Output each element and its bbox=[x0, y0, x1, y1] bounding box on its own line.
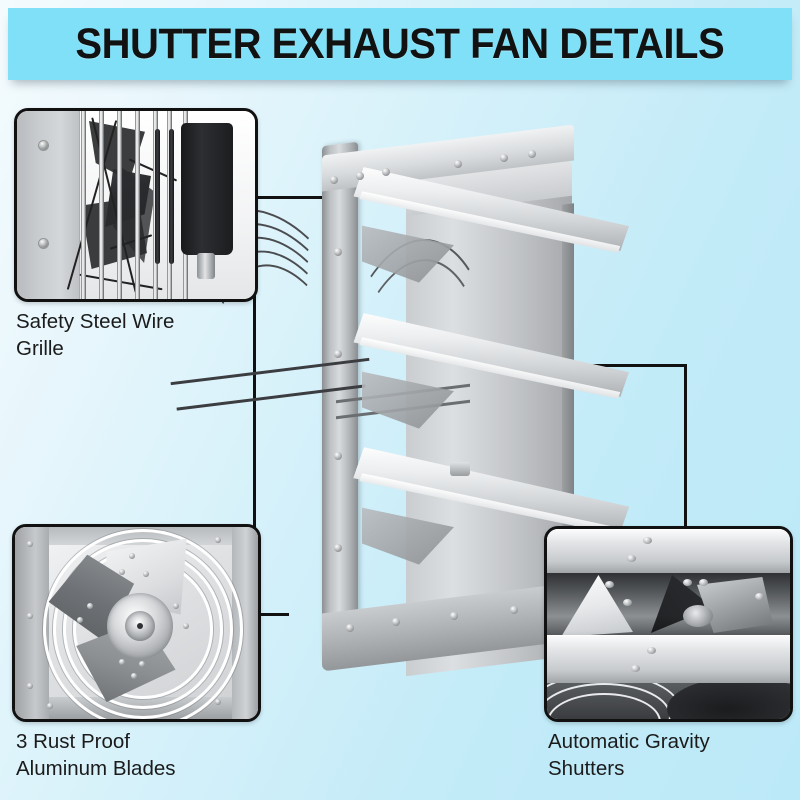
callout-safety-steel-wire-grille[interactable] bbox=[14, 108, 258, 302]
caption-rust-proof-aluminum-blades: 3 Rust Proof Aluminum Blades bbox=[16, 730, 176, 780]
callout-rust-proof-aluminum-blades[interactable] bbox=[12, 524, 261, 722]
header-banner: SHUTTER EXHAUST FAN DETAILS bbox=[8, 8, 792, 80]
wire-grille-closeup-art bbox=[17, 111, 255, 299]
gravity-shutter-art bbox=[547, 529, 790, 719]
page-title: SHUTTER EXHAUST FAN DETAILS bbox=[75, 19, 725, 68]
caption-automatic-gravity-shutters: Automatic Gravity Shutters bbox=[548, 730, 710, 780]
main-product-image bbox=[128, 120, 680, 680]
caption-safety-steel-wire-grille: Safety Steel Wire Grille bbox=[16, 310, 175, 360]
callout-automatic-gravity-shutters[interactable] bbox=[544, 526, 793, 722]
three-blade-fan-art bbox=[15, 527, 258, 719]
